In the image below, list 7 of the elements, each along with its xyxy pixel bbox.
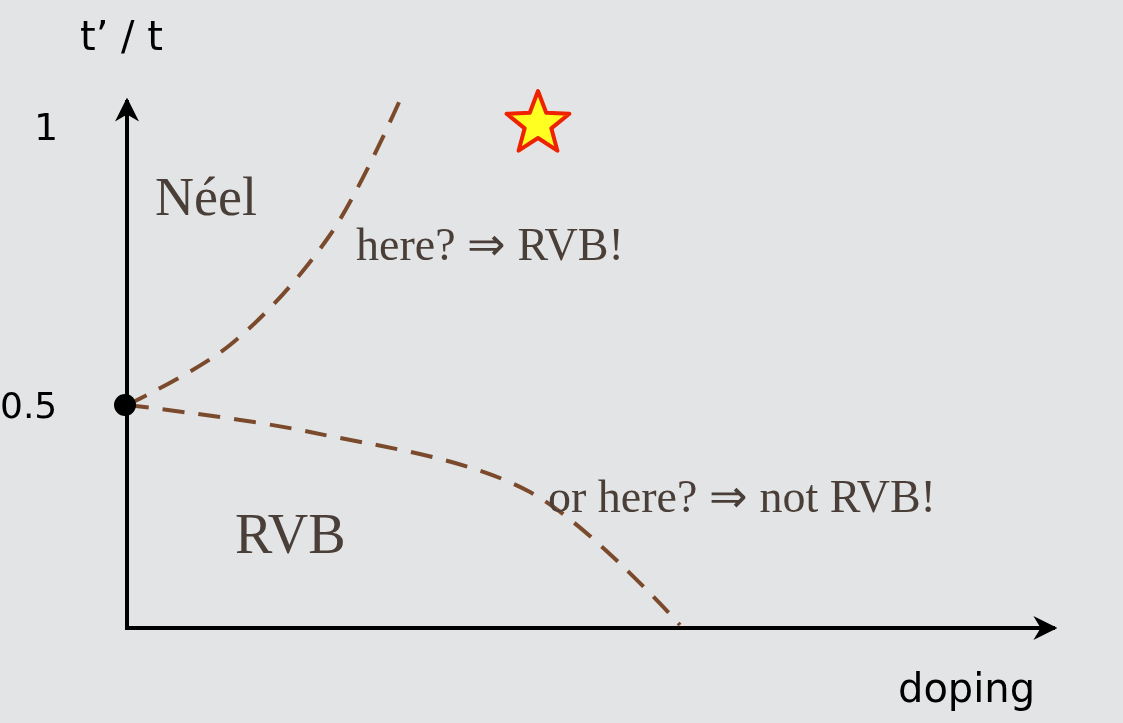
tick-label: 0.5 (0, 388, 58, 424)
tick-label: 1 (34, 108, 59, 146)
region-label: Néel (155, 170, 257, 224)
region-label: RVB (235, 506, 346, 562)
axis-title: t’ / t (80, 16, 163, 56)
annotation: here? ⇒ RVB! (356, 222, 624, 268)
annotation: or here? ⇒ not RVB! (548, 474, 936, 520)
